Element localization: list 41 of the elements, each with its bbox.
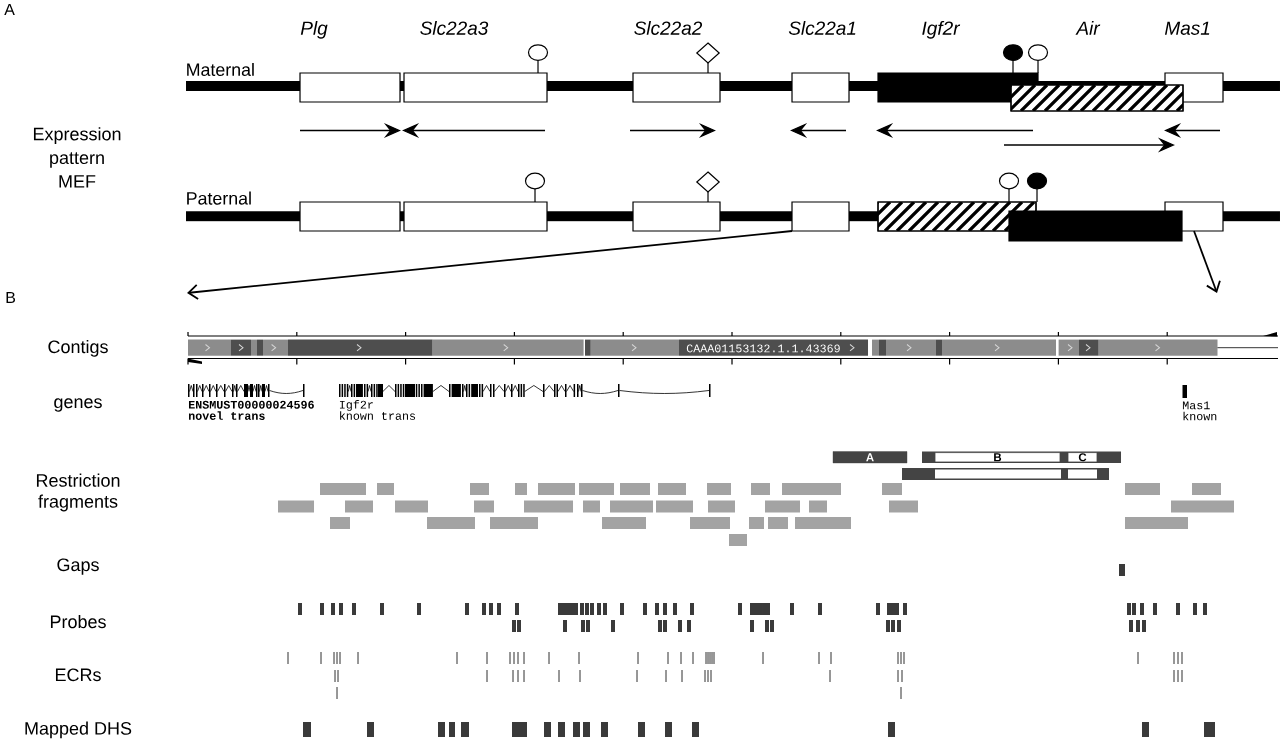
gene-name: Igf2r — [922, 20, 961, 39]
gene-label: Igf2r — [339, 400, 373, 411]
transcript-label: novel trans — [189, 411, 265, 420]
gene-box — [403, 201, 548, 232]
row-label: Maternal — [187, 62, 254, 76]
gene-name: Plg — [300, 20, 328, 39]
gene-label: ENSMUST00000024596 — [189, 400, 314, 409]
track-label: ECRs — [56, 668, 101, 682]
panel-letter: B — [6, 292, 16, 303]
fragment-bar: A — [832, 451, 908, 464]
transcript-label: known — [1183, 411, 1217, 421]
row-label: Paternal — [187, 191, 251, 205]
gene-box — [877, 72, 1039, 103]
track-label: Restriction fragments — [36, 473, 120, 512]
track-label: genes — [54, 398, 102, 412]
gene-box — [299, 72, 401, 103]
track-label: Probes — [50, 614, 106, 629]
track-label: Mapped DHS — [25, 721, 132, 739]
zoom-arrow — [1193, 230, 1221, 293]
contig-label: CAAA01153132.1.1.43369 — [686, 344, 840, 353]
gene-name: Slc22a1 — [788, 20, 856, 35]
gene-box — [791, 201, 850, 232]
gene-label: Mas1 — [1182, 401, 1210, 410]
gene-name: Air — [1075, 20, 1101, 35]
fragment-segment: B — [934, 452, 1061, 463]
gene-box — [791, 72, 850, 103]
gene-box — [299, 201, 401, 232]
zoom-arrow — [187, 230, 793, 300]
row-label: Expression pattern MEF — [33, 127, 121, 188]
track-label: Gaps — [57, 558, 99, 575]
gene-name: Mas1 — [1164, 21, 1210, 35]
fragment-segment: C — [1067, 452, 1098, 463]
gene-box — [1008, 210, 1183, 242]
gene-name: Slc22a2 — [634, 20, 703, 35]
gene-name: Slc22a3 — [420, 20, 489, 35]
gene-box — [632, 72, 721, 103]
panel-letter: A — [4, 4, 15, 15]
gene-box — [632, 201, 721, 232]
transcript-label: known trans — [340, 411, 416, 420]
track-label: Contigs — [48, 339, 108, 357]
gene-box — [403, 72, 548, 103]
